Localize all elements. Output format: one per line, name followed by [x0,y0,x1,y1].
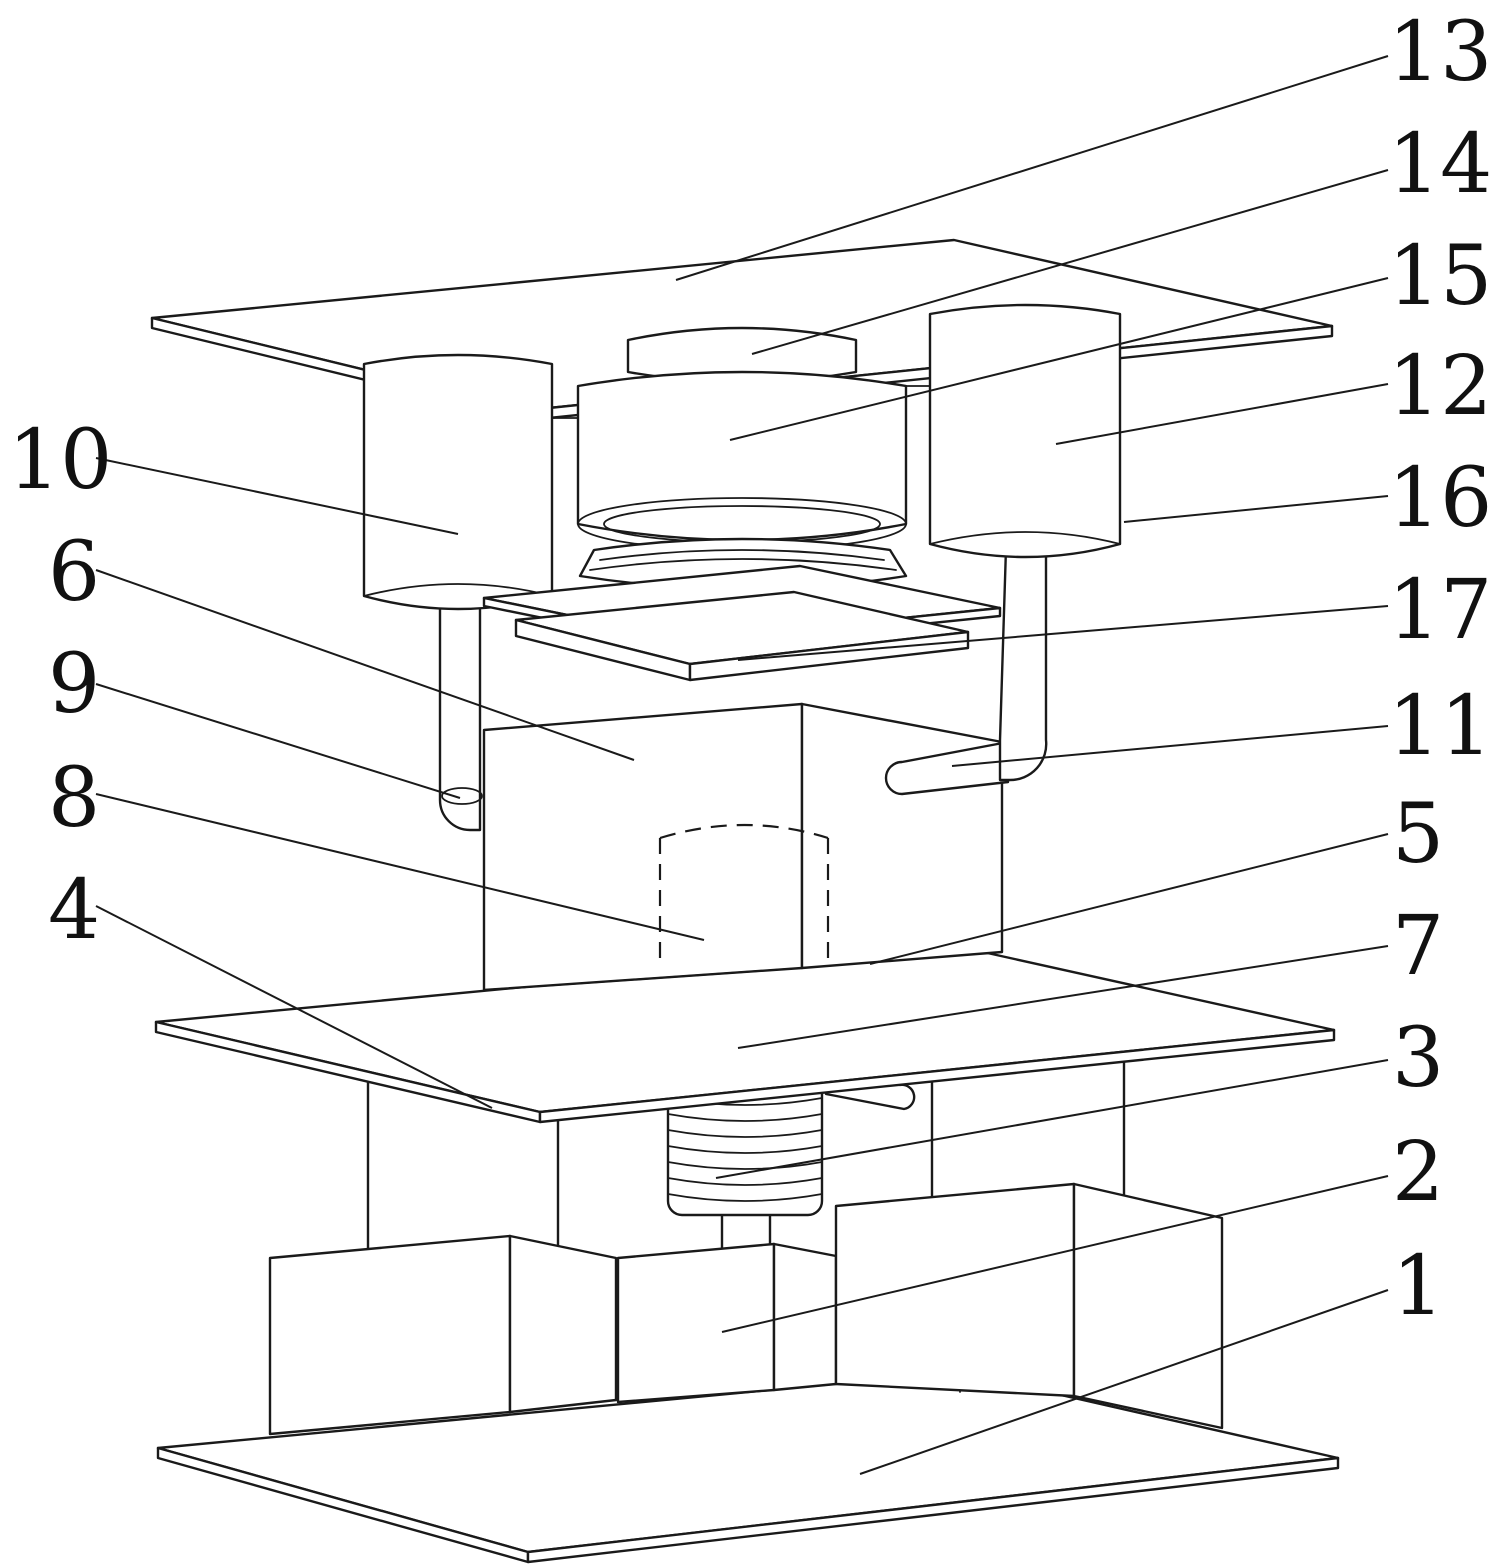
leader-8 [95,793,705,941]
leader-lines [95,55,1389,1475]
callout-14: 14 [1388,117,1492,212]
leader-14 [751,169,1389,355]
leader-15 [729,277,1389,441]
callout-labels: 13 14 15 12 16 17 11 5 7 3 2 1 10 6 9 8 … [8,5,1492,1334]
callout-2: 2 [1392,1125,1444,1220]
leader-13 [675,55,1389,281]
left-elbow-pipe [438,598,483,832]
leader-2 [721,1175,1389,1333]
leader-5 [869,833,1389,965]
callout-16: 16 [1388,451,1492,546]
bellows-spring [666,1078,824,1252]
leader-4 [95,905,493,1109]
callout-11: 11 [1388,679,1492,774]
hidden-cylinder [658,823,830,968]
callout-8: 8 [48,751,100,846]
central-block [482,702,1004,992]
callout-12: 12 [1388,339,1492,434]
callout-5: 5 [1392,787,1444,882]
callout-3: 3 [1392,1011,1444,1106]
lower-blocks [268,1182,1224,1436]
leader-11 [951,725,1389,767]
callout-9: 9 [48,637,100,732]
right-elbow-pipe [884,546,1048,796]
upper-right-cylinder [905,303,1122,559]
leader-17 [737,605,1389,661]
callout-13: 13 [1388,5,1492,100]
leader-9 [95,683,461,799]
callout-1: 1 [1392,1239,1444,1334]
callout-10: 10 [8,413,112,508]
callout-6: 6 [48,525,100,620]
leader-12 [1055,383,1389,445]
leader-1 [859,1289,1389,1475]
pressing-plates [482,564,1002,682]
upper-left-cylinder [362,353,581,611]
base-plate [156,1370,1340,1564]
leader-3 [715,1059,1389,1179]
callout-4: 4 [48,863,100,958]
callout-15: 15 [1388,229,1492,324]
leader-6 [95,569,635,761]
callout-7: 7 [1392,899,1444,994]
large-cylinder [576,370,908,551]
callout-17: 17 [1388,563,1492,658]
leader-16 [1123,495,1389,523]
leader-10 [95,457,459,535]
leader-7 [737,945,1389,1049]
